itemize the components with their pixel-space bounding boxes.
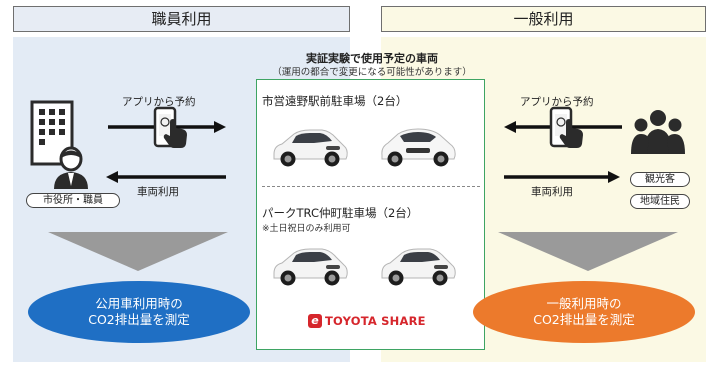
smartphone-tap-icon bbox=[549, 106, 583, 148]
car-icon bbox=[381, 248, 456, 286]
parking-2-note: ※土日祝日のみ利用可 bbox=[262, 224, 351, 234]
toyota-share-mark-icon: e bbox=[308, 314, 322, 328]
public-result-line1: 一般利用時の bbox=[546, 296, 622, 311]
public-reserve-label: アプリから予約 bbox=[520, 96, 594, 108]
staff-person-icon bbox=[54, 146, 88, 189]
car-icon bbox=[273, 248, 348, 286]
smartphone-tap-icon bbox=[153, 106, 187, 148]
staff-result-ellipse: 公用車利用時の CO2排出量を測定 bbox=[28, 281, 250, 343]
toyota-share-logo: e TOYOTA SHARE bbox=[308, 314, 426, 328]
public-result-ellipse: 一般利用時の CO2排出量を測定 bbox=[473, 281, 695, 343]
parking-1-label: 市営遠野駅前駐車場（2台） bbox=[262, 94, 408, 108]
public-use-header: 一般利用 bbox=[381, 6, 706, 32]
group-people-icon bbox=[631, 110, 685, 154]
staff-use-label: 車両利用 bbox=[137, 186, 179, 198]
staff-reserve-label: アプリから予約 bbox=[122, 96, 196, 108]
staff-reserve-arrow bbox=[214, 121, 226, 133]
divider bbox=[262, 186, 480, 187]
vehicles-heading: 実証実験で使用予定の車両 bbox=[306, 52, 438, 65]
public-reserve-arrow bbox=[504, 121, 516, 133]
resident-tag: 地域住民 bbox=[630, 194, 690, 209]
vehicles-subheading: （運用の都合で変更になる可能性があります） bbox=[272, 67, 472, 78]
toyota-share-text: TOYOTA SHARE bbox=[325, 314, 426, 328]
car-icon bbox=[273, 129, 348, 167]
staff-user-tag: 市役所・職員 bbox=[26, 193, 120, 208]
staff-result-line2: CO2排出量を測定 bbox=[88, 312, 190, 327]
staff-result-line1: 公用車利用時の bbox=[95, 296, 183, 311]
parking-2-label: パークTRC仲町駐車場（2台） bbox=[262, 206, 419, 220]
staff-use-header: 職員利用 bbox=[13, 6, 350, 32]
public-down-triangle bbox=[498, 232, 678, 271]
car-icon bbox=[381, 128, 456, 167]
vehicles-box bbox=[256, 79, 485, 350]
staff-use-arrow bbox=[106, 171, 118, 183]
public-result-line2: CO2排出量を測定 bbox=[533, 312, 635, 327]
staff-down-triangle bbox=[48, 232, 228, 271]
tourist-tag: 観光客 bbox=[630, 172, 690, 187]
public-use-label: 車両利用 bbox=[531, 186, 573, 198]
public-use-arrow bbox=[608, 171, 620, 183]
